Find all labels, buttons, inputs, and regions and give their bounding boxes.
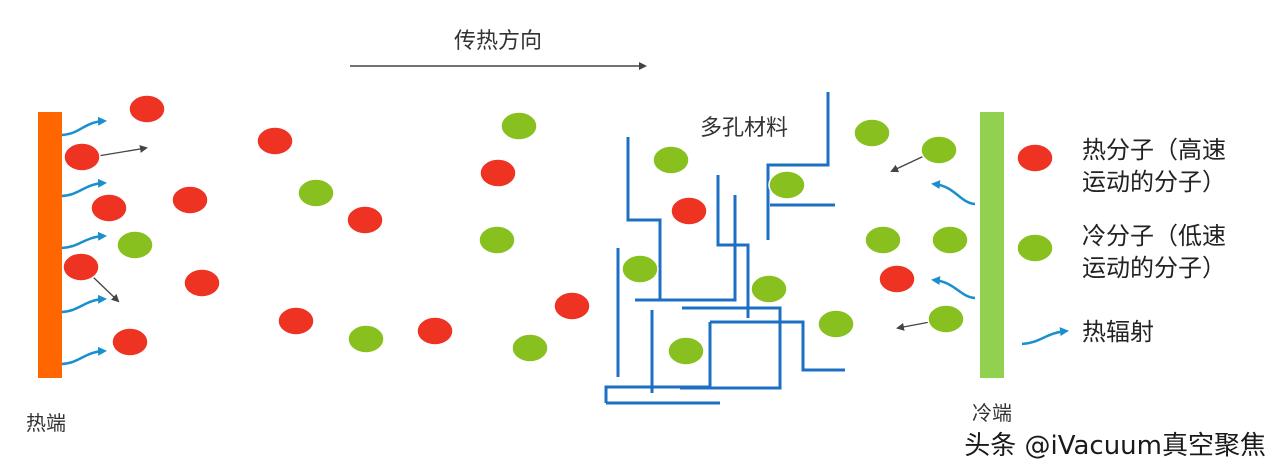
- motion-arrow: [91, 275, 120, 303]
- cold-molecule: [853, 118, 891, 148]
- legend-hot-text-1: 热分子（高速: [1082, 136, 1226, 164]
- radiation-arrow: [61, 178, 107, 198]
- hot-molecules: [62, 94, 916, 357]
- hot-end-label: 热端: [26, 411, 66, 435]
- hot-molecule: [128, 94, 166, 124]
- motion-arrow: [890, 155, 925, 173]
- cold-molecule: [768, 170, 806, 200]
- hot-radiation-arrows: [61, 116, 107, 366]
- cold-molecule: [931, 225, 969, 255]
- cold-radiation-arrows: [931, 180, 976, 300]
- pore-line: [626, 137, 662, 300]
- cold-molecule: [116, 230, 154, 260]
- hot-molecule: [878, 264, 916, 294]
- cold-molecule: [864, 225, 902, 255]
- legend-radiation-text: 热辐射: [1082, 318, 1154, 346]
- radiation-arrow: [931, 180, 976, 206]
- cold-molecule: [817, 309, 855, 339]
- cold-molecule: [297, 178, 335, 208]
- cold-molecule: [478, 225, 516, 255]
- porous-material-label: 多孔材料: [700, 116, 788, 141]
- cold-molecule: [652, 145, 690, 175]
- cold-molecule: [927, 304, 965, 334]
- radiation-arrow: [61, 231, 107, 250]
- hot-molecule: [346, 205, 384, 235]
- cold-wall: [980, 112, 1004, 378]
- legend: 热分子（高速 运动的分子） 冷分子（低速 运动的分子） 热辐射: [1016, 136, 1226, 346]
- hot-molecule: [416, 316, 454, 346]
- pore-line: [635, 195, 737, 302]
- motion-arrow: [896, 321, 931, 331]
- radiation-arrow: [61, 294, 107, 314]
- legend-hot-swatch: [1016, 143, 1054, 173]
- hot-molecule: [171, 185, 209, 215]
- cold-molecule: [500, 111, 538, 141]
- hot-molecule: [111, 327, 149, 357]
- hot-molecule: [277, 306, 315, 336]
- hot-wall: [38, 112, 62, 378]
- radiation-arrow: [931, 276, 976, 300]
- pore-line: [716, 175, 750, 318]
- legend-cold-text-1: 冷分子（低速: [1082, 222, 1226, 250]
- hot-molecule: [553, 291, 591, 321]
- hot-molecule: [62, 252, 100, 282]
- cold-molecule: [750, 274, 788, 304]
- cold-molecule: [347, 324, 385, 354]
- cold-molecule: [667, 336, 705, 366]
- hot-molecule: [63, 142, 101, 172]
- pore-line: [766, 92, 830, 240]
- porous-material-lines: [604, 92, 845, 405]
- radiation-arrow: [61, 116, 107, 137]
- pore-line: [710, 320, 845, 372]
- pore-line: [680, 306, 782, 390]
- cold-molecules: [116, 111, 969, 366]
- motion-arrows: [91, 145, 931, 331]
- cold-end-label: 冷端: [972, 401, 1012, 425]
- hot-molecule: [670, 196, 708, 226]
- cold-molecule: [621, 254, 659, 284]
- pore-line: [604, 322, 712, 403]
- legend-radiation-arrow: [1021, 327, 1069, 346]
- legend-hot-text-2: 运动的分子）: [1082, 168, 1226, 196]
- hot-molecule: [479, 158, 517, 188]
- hot-molecule: [183, 268, 221, 298]
- motion-arrow: [97, 145, 148, 157]
- legend-cold-text-2: 运动的分子）: [1082, 254, 1226, 282]
- hot-molecule: [256, 126, 294, 156]
- cold-molecule: [511, 333, 549, 363]
- direction-label: 传热方向: [454, 29, 542, 54]
- watermark: 头条 @iVacuum真空聚焦: [964, 431, 1266, 461]
- radiation-arrow: [61, 346, 107, 366]
- cold-molecule: [920, 135, 958, 165]
- hot-molecule: [90, 193, 128, 223]
- legend-cold-swatch: [1016, 233, 1054, 263]
